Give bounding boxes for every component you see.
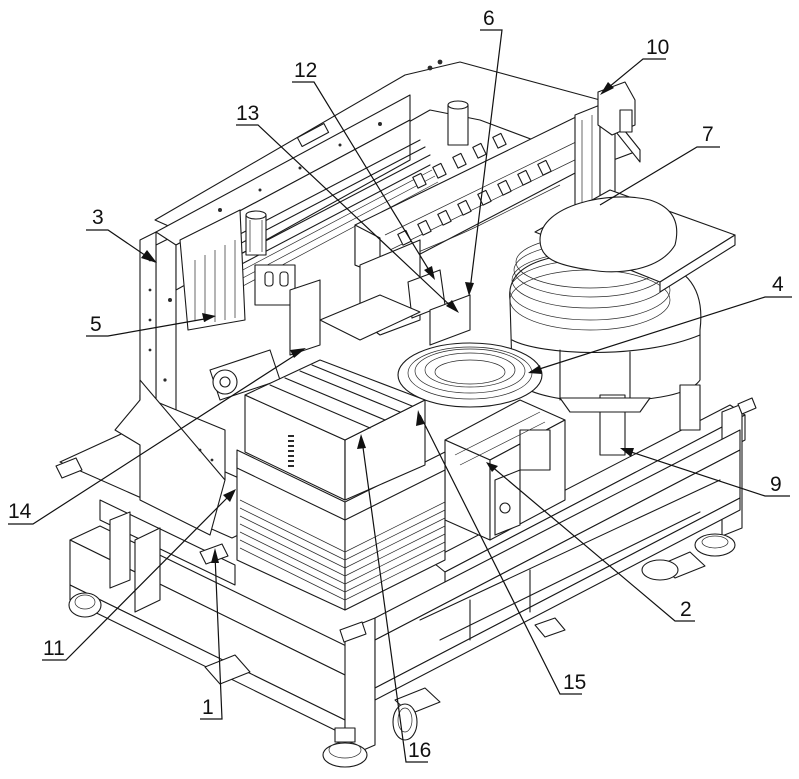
callout-labels: 1 2 3 4 5 6 7 9 10 11 12 13 14 15 16 bbox=[8, 7, 784, 762]
slide-module bbox=[444, 399, 566, 541]
callout-16: 16 bbox=[408, 739, 431, 762]
callout-14: 14 bbox=[8, 500, 32, 523]
callout-leaders bbox=[8, 29, 792, 763]
callout-2: 2 bbox=[680, 598, 692, 621]
caster-wheel bbox=[68, 592, 102, 618]
callout-15: 15 bbox=[563, 671, 586, 694]
base-frame bbox=[55, 397, 757, 768]
callout-4: 4 bbox=[772, 273, 784, 296]
caster-wheel bbox=[392, 703, 418, 741]
callout-10: 10 bbox=[646, 36, 669, 59]
rotary-turret bbox=[509, 189, 736, 456]
callout-12: 12 bbox=[294, 59, 317, 82]
central-carriage bbox=[354, 81, 636, 346]
caster-wheel bbox=[322, 727, 368, 768]
callout-6: 6 bbox=[483, 7, 495, 30]
caster-wheel bbox=[641, 533, 736, 581]
callout-5: 5 bbox=[90, 313, 102, 336]
callout-11: 11 bbox=[43, 637, 65, 660]
upper-gantry bbox=[154, 59, 641, 401]
callout-3: 3 bbox=[92, 206, 104, 229]
callout-13: 13 bbox=[236, 102, 259, 125]
callout-9: 9 bbox=[770, 473, 782, 496]
callout-1: 1 bbox=[202, 696, 214, 719]
callout-7: 7 bbox=[702, 123, 714, 146]
magazine-box bbox=[236, 359, 446, 611]
coil-tray bbox=[319, 294, 543, 408]
left-cabinet bbox=[114, 231, 226, 536]
